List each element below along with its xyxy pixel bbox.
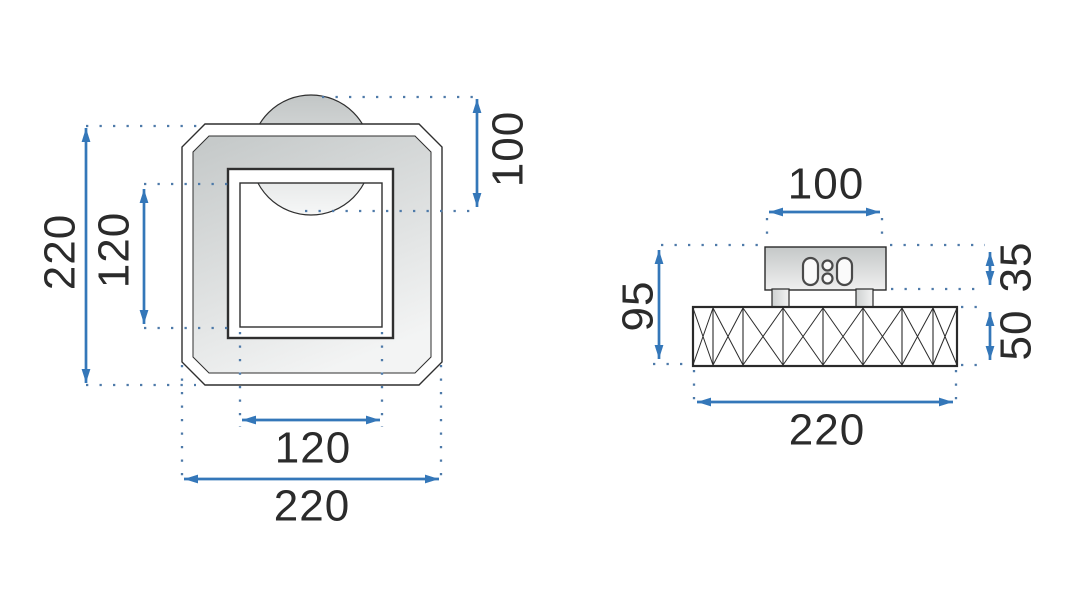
dim-label-front-window-width: 120	[275, 424, 351, 473]
front-view	[181, 94, 443, 386]
dim-side-canopy-height: 35	[890, 242, 1041, 293]
front-frame-ring	[193, 136, 431, 373]
canopy-leg-right	[855, 288, 874, 308]
dim-label-front-overall-height: 220	[36, 214, 85, 290]
front-outer-outline	[181, 123, 443, 386]
dim-label-side-total-height: 95	[614, 281, 663, 332]
dim-side-total-height: 95	[614, 243, 762, 366]
mounting-holes-icon	[801, 256, 854, 287]
front-window	[239, 182, 383, 328]
dim-side-canopy-width: 100	[765, 160, 884, 245]
canopy-leg-left	[771, 288, 790, 308]
dim-label-side-canopy-width: 100	[788, 160, 864, 209]
dim-label-side-canopy-height: 35	[992, 242, 1041, 293]
front-inner-octagon-outline	[192, 135, 432, 374]
side-view	[691, 246, 959, 368]
dim-label-front-window-height: 120	[90, 212, 139, 288]
dim-front-overall-width: 220	[180, 365, 443, 531]
dim-front-window-height: 120	[90, 182, 238, 330]
dim-front-window-width: 120	[238, 332, 384, 473]
dim-front-overall-height: 220	[36, 124, 200, 387]
crystal-band	[691, 305, 959, 368]
dim-side-overall-width: 220	[692, 370, 958, 455]
dim-side-band-height: 50	[961, 305, 1041, 367]
dim-label-side-band-height: 50	[992, 310, 1041, 361]
dim-label-front-dome: 100	[484, 111, 533, 187]
dim-front-dome-height: 100	[305, 95, 533, 213]
dim-label-front-overall-width: 220	[274, 482, 350, 531]
front-window-frame	[226, 167, 395, 340]
dim-label-side-overall-width: 220	[789, 406, 865, 455]
